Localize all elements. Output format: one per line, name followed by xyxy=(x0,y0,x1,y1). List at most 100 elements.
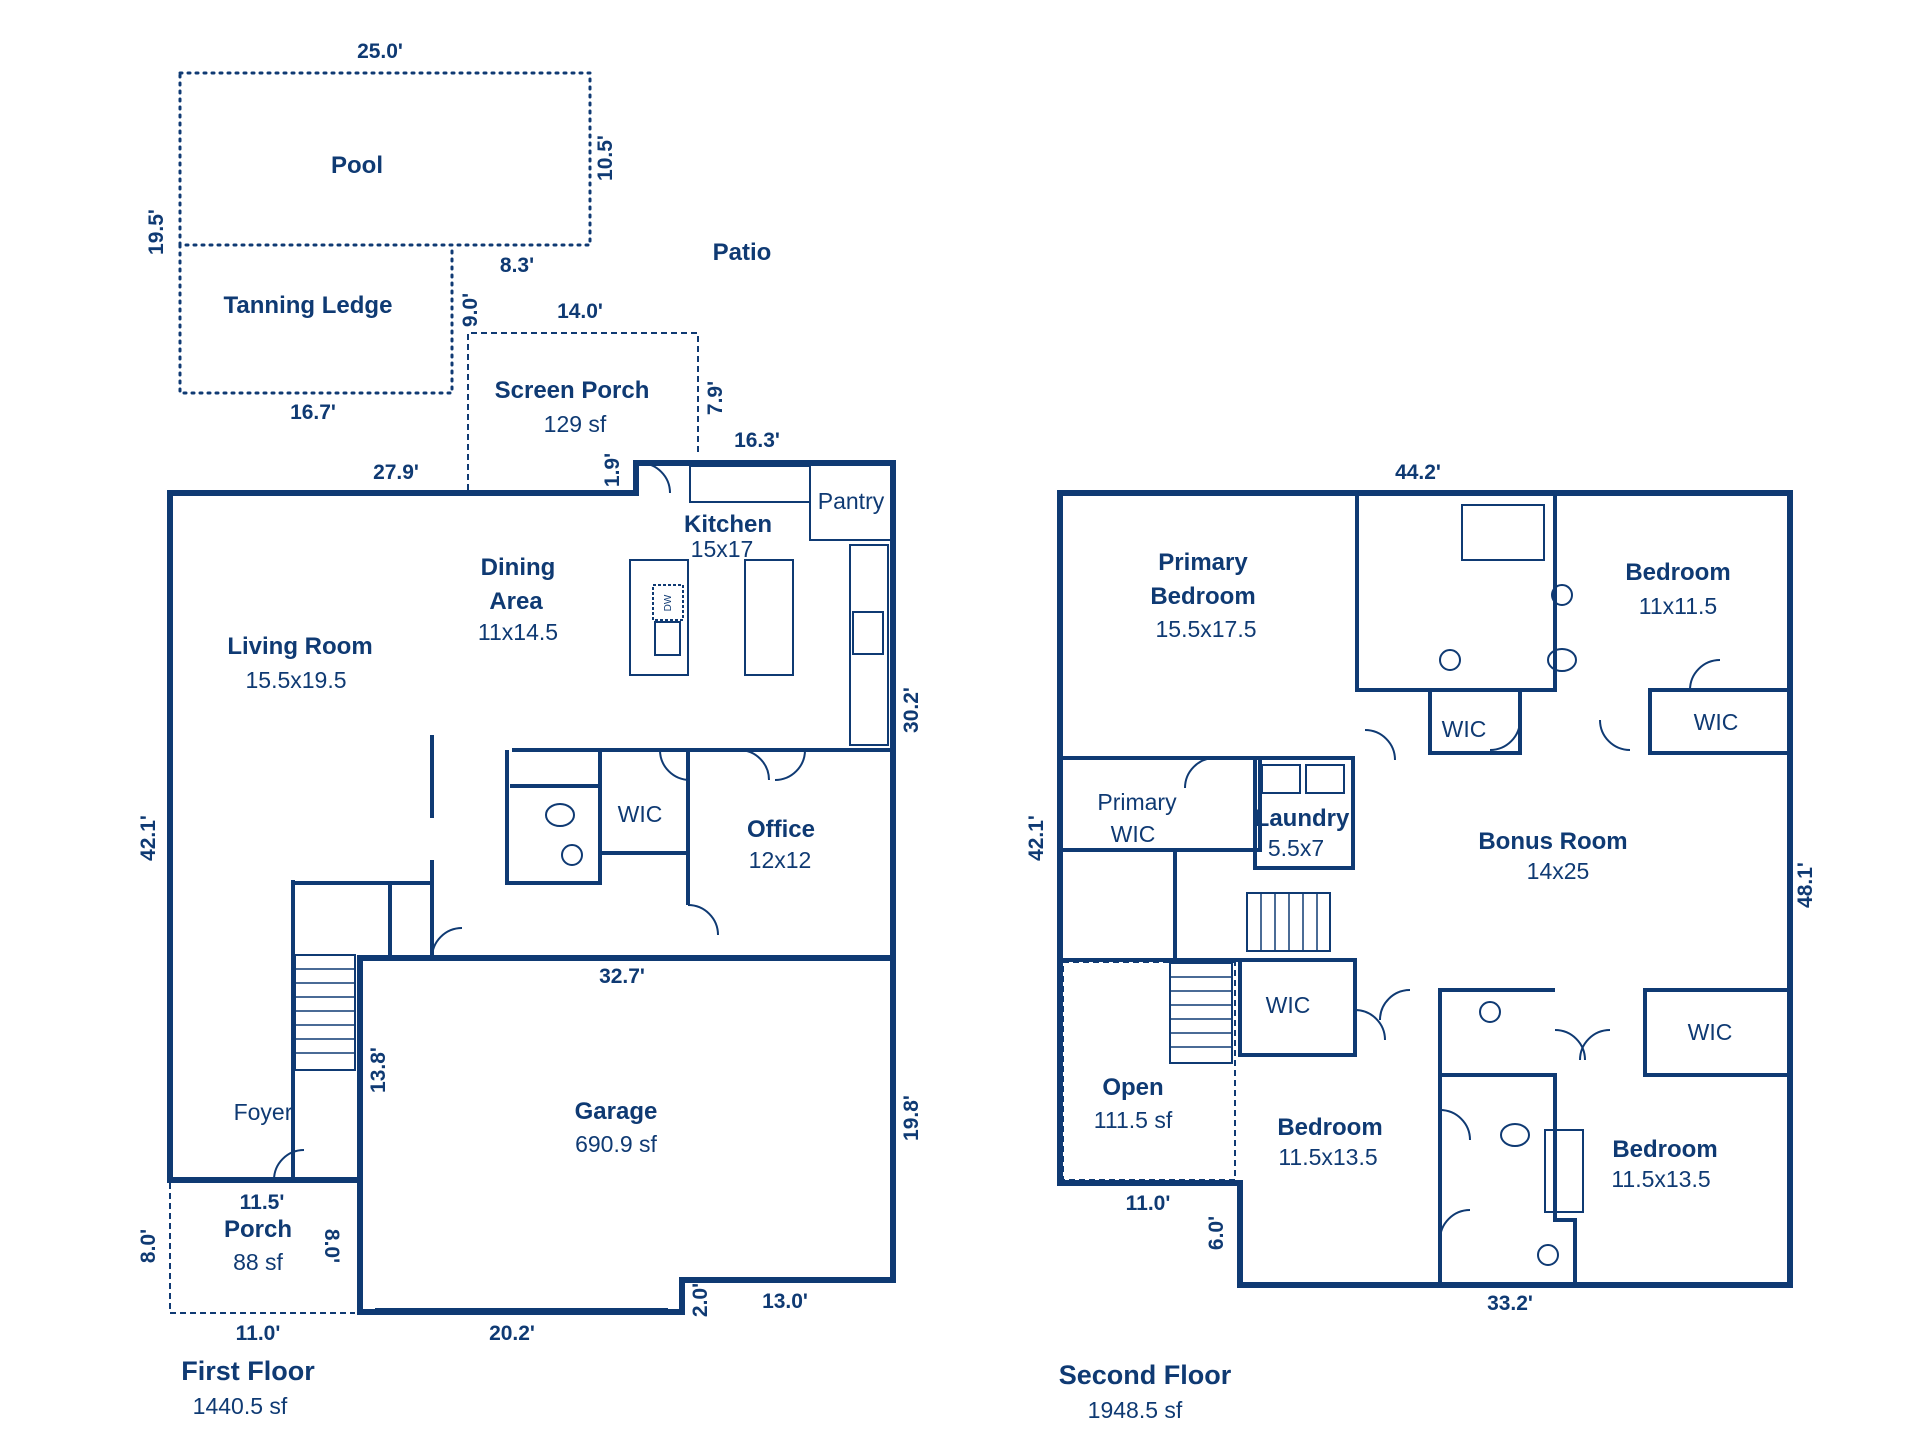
kitchen-counter xyxy=(744,559,794,676)
bathtub xyxy=(1544,1129,1584,1213)
dining-size: 11x14.5 xyxy=(478,619,558,645)
dishwasher xyxy=(652,584,684,621)
stove xyxy=(852,611,884,655)
primary-bedroom-label-line1: Primary xyxy=(1158,549,1248,576)
dim-left: 42.1' xyxy=(137,815,160,861)
second-floor-exterior-wall xyxy=(1057,490,1793,1288)
dim-garage-left: 13.8' xyxy=(367,1047,390,1093)
dim-right-upper: 30.2' xyxy=(900,687,923,733)
open-area: 111.5 sf xyxy=(1094,1107,1173,1133)
dim-step: 6.0' xyxy=(1205,1216,1228,1250)
primary-bath-wall xyxy=(1355,493,1557,692)
dim-step-small: 1.9' xyxy=(601,453,624,487)
bedroom-ne-size: 11x11.5 xyxy=(1639,593,1717,619)
dim-porch-bottom: 11.0' xyxy=(236,1322,281,1345)
kitchen-island xyxy=(629,559,689,676)
first-floor-title: First Floor xyxy=(181,1356,315,1386)
dim-house-top: 27.9' xyxy=(373,461,419,484)
wic-label: WIC xyxy=(1688,1019,1733,1045)
sink-icon xyxy=(561,844,583,866)
wic-box xyxy=(1238,958,1357,1057)
dim-garage-right: 19.8' xyxy=(900,1095,923,1141)
pool-label: Pool xyxy=(331,152,383,179)
garage-area: 690.9 sf xyxy=(575,1131,657,1157)
dim-garage-top: 32.7' xyxy=(599,965,645,988)
dim-top: 44.2' xyxy=(1395,461,1441,484)
primary-wic-label-line1: Primary xyxy=(1097,789,1177,815)
wic-label: WIC xyxy=(618,801,663,827)
toilet-icon xyxy=(545,803,575,827)
living-room-label: Living Room xyxy=(227,633,372,660)
primary-wic-label-line2: WIC xyxy=(1111,821,1156,847)
dim-pool-left: 19.5' xyxy=(145,209,168,255)
second-floor-area: 1948.5 sf xyxy=(1088,1397,1183,1423)
first-floor-area: 1440.5 sf xyxy=(193,1393,288,1419)
first-floor-labels: Pool Tanning Ledge Patio Screen Porch 12… xyxy=(181,152,884,1419)
dim-bottom: 33.2' xyxy=(1487,1292,1533,1315)
bedroom-sw-size: 11.5x13.5 xyxy=(1278,1144,1377,1170)
toilet-icon xyxy=(1500,1123,1530,1147)
first-floor-plan xyxy=(167,71,896,1315)
second-floor-labels: Primary Bedroom 15.5x17.5 Bedroom 11x11.… xyxy=(1059,549,1739,1423)
dim-left: 42.1' xyxy=(1025,815,1048,861)
pool-outline xyxy=(178,71,592,247)
toilet-icon xyxy=(1547,648,1577,672)
screen-porch-outline xyxy=(467,332,699,490)
wic-label: WIC xyxy=(1266,992,1311,1018)
sink-icon xyxy=(1551,584,1573,606)
door-swing xyxy=(1354,1009,1386,1041)
dim-ledge-bottom: 16.7' xyxy=(290,401,336,424)
second-floor-dimensions: 44.2' 42.1' 48.1' 11.0' 6.0' 33.2' xyxy=(1025,461,1817,1315)
door-swing xyxy=(738,749,770,781)
patio-label: Patio xyxy=(713,239,772,266)
office-size: 12x12 xyxy=(749,847,812,873)
dryer xyxy=(1305,764,1345,794)
garage-label: Garage xyxy=(575,1098,658,1125)
door-swing xyxy=(659,749,691,781)
washer xyxy=(1261,764,1301,794)
door-swing xyxy=(1184,757,1216,789)
open-label: Open xyxy=(1102,1074,1163,1101)
dim-pool-top: 25.0' xyxy=(357,40,403,63)
porch-outline xyxy=(169,1183,355,1314)
door-swing xyxy=(687,904,719,936)
wall-counter-top xyxy=(689,465,811,503)
dim-porch-left: 8.0' xyxy=(137,1229,160,1263)
dim-screen-top: 14.0' xyxy=(557,300,603,323)
porch-area: 88 sf xyxy=(233,1249,283,1275)
sink-icon xyxy=(1537,1244,1559,1266)
wic-label: WIC xyxy=(1694,709,1739,735)
garage-wall xyxy=(357,955,896,1315)
screen-porch-area: 129 sf xyxy=(544,411,607,437)
wic-box xyxy=(1648,688,1792,755)
second-floor-plan xyxy=(1057,490,1793,1288)
foyer-label: Foyer xyxy=(234,1099,293,1125)
door-swing xyxy=(1579,1029,1611,1061)
dim-porch-top: 11.5' xyxy=(240,1191,285,1214)
dining-label-line2: Area xyxy=(489,588,543,615)
door-swing xyxy=(1379,989,1411,1021)
dim-kitchen-top: 16.3' xyxy=(734,429,780,452)
kitchen-label: Kitchen xyxy=(684,511,772,538)
door-swing xyxy=(1439,1109,1471,1141)
back-counter xyxy=(849,544,889,746)
wic-label: WIC xyxy=(1442,716,1487,742)
door-swing xyxy=(1364,729,1396,761)
laundry-size: 5.5x7 xyxy=(1268,835,1324,861)
wic-box xyxy=(1643,988,1792,1077)
dim-porch-right: 8.0' xyxy=(320,1229,343,1263)
dim-open-bottom: 11.0' xyxy=(1126,1192,1171,1215)
bath-wall xyxy=(505,750,602,885)
primary-bedroom-size: 15.5x17.5 xyxy=(1155,616,1256,642)
bonus-room-size: 14x25 xyxy=(1527,858,1590,884)
shower xyxy=(1461,504,1545,561)
dim-pool-step: 8.3' xyxy=(500,254,534,277)
open-area-outline xyxy=(1062,961,1236,1181)
dim-garage-step: 2.0' xyxy=(689,1283,712,1317)
door-swing xyxy=(1689,659,1721,691)
dim-screen-right: 7.9' xyxy=(704,381,727,415)
door-swing xyxy=(774,749,806,781)
dining-label-line1: Dining xyxy=(481,554,556,581)
laundry-wall xyxy=(1253,756,1355,870)
door-swing xyxy=(1489,719,1521,751)
